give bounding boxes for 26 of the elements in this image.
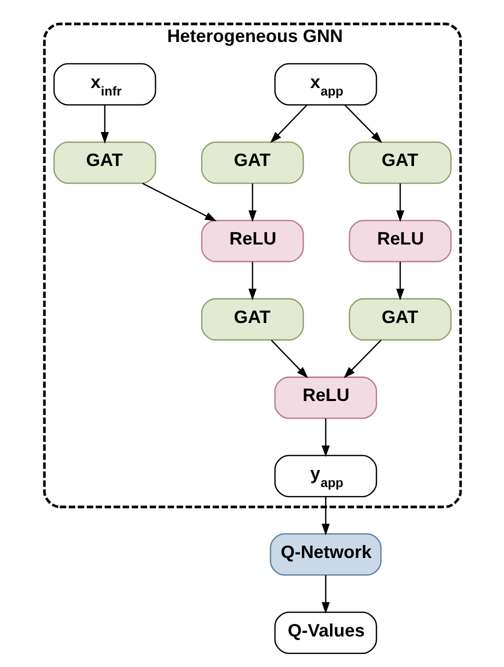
node-box: GAT bbox=[200, 298, 304, 341]
node-box: ReLU bbox=[348, 220, 452, 262]
node-box: x$_{infr}$ bbox=[52, 63, 156, 106]
node-box: GAT bbox=[200, 141, 304, 184]
arrow bbox=[343, 340, 381, 378]
arrow bbox=[100, 105, 108, 144]
arrow bbox=[396, 262, 404, 300]
arrow bbox=[142, 182, 216, 222]
arrow bbox=[270, 104, 307, 144]
node-box: GAT bbox=[348, 298, 452, 341]
arrow bbox=[396, 183, 404, 222]
arrow bbox=[248, 183, 256, 222]
arrow bbox=[321, 575, 330, 614]
arrow bbox=[270, 340, 308, 378]
node-box: GAT bbox=[348, 141, 452, 184]
node-box: x$_{app}$ bbox=[274, 63, 377, 106]
arrow bbox=[344, 104, 382, 144]
arrow bbox=[321, 418, 330, 458]
node-box: ReLU bbox=[274, 376, 377, 419]
node-box: ReLU bbox=[200, 220, 304, 262]
arrow bbox=[321, 496, 330, 536]
arrow bbox=[248, 262, 256, 300]
node-box: Q-Values bbox=[274, 612, 377, 654]
node-box: y$_{app}$ bbox=[274, 454, 377, 498]
node-box: GAT bbox=[52, 141, 156, 184]
node-box: Q-Network bbox=[269, 533, 382, 576]
